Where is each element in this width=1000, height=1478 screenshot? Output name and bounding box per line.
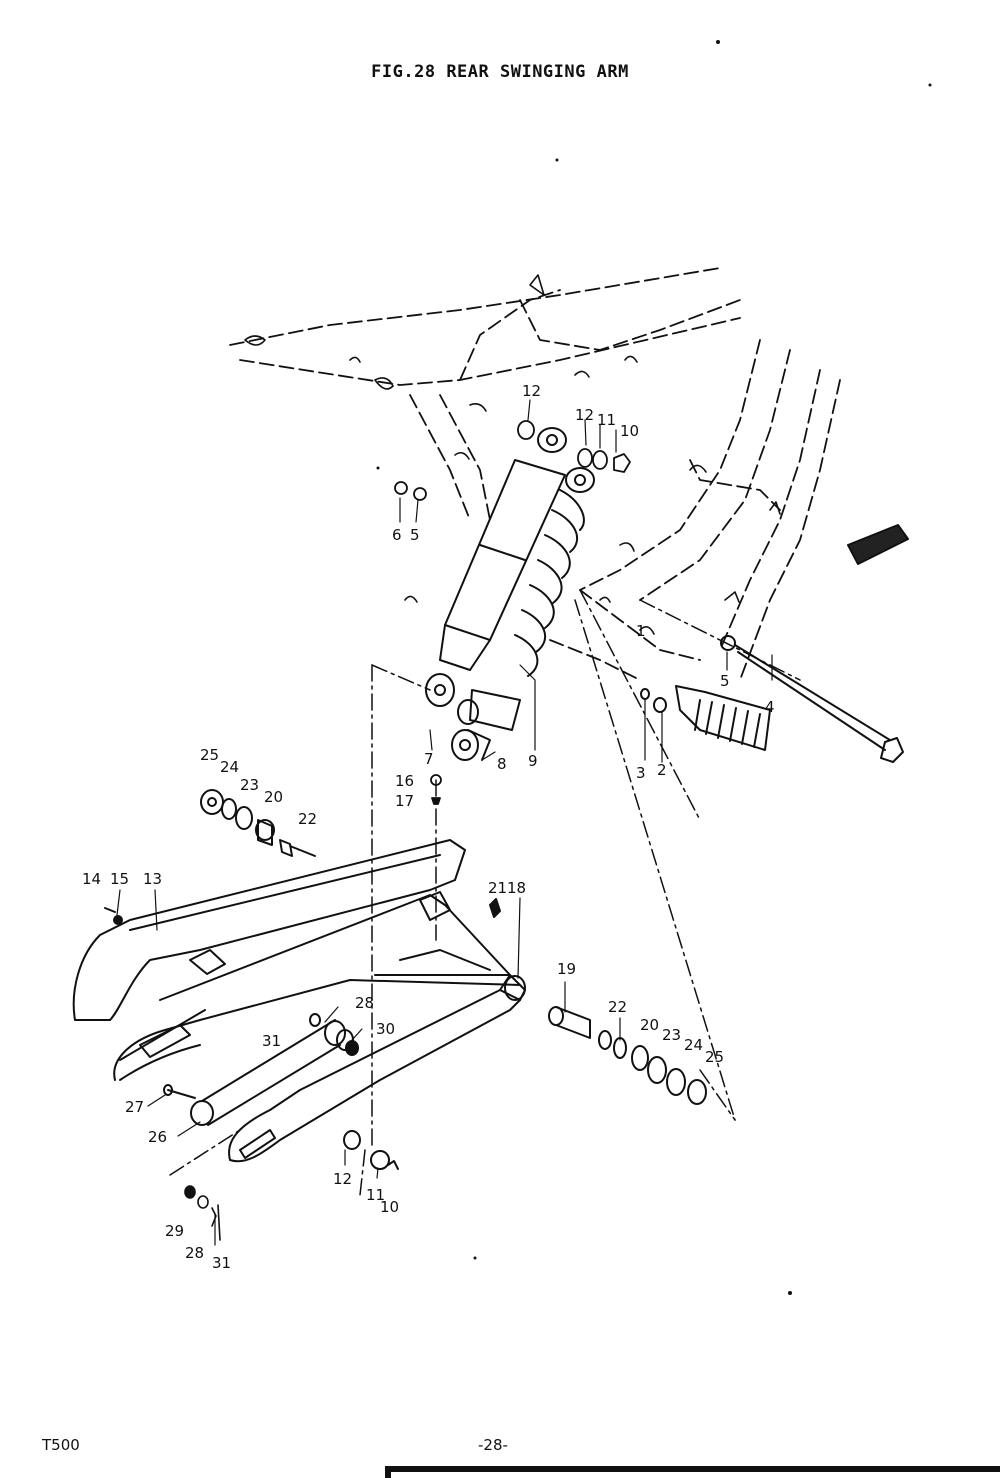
- frame-outline: [229, 267, 841, 681]
- pivot-hardware-right: [309, 898, 707, 1170]
- callout-10-lower: 10: [380, 1198, 399, 1216]
- callout-30: 30: [376, 1020, 395, 1038]
- callout-19: 19: [557, 960, 576, 978]
- callout-6: 6: [392, 526, 402, 544]
- leader-lines: [116, 399, 773, 1246]
- callout-9: 9: [528, 752, 538, 770]
- callout-28-upper: 28: [355, 994, 374, 1012]
- bottom-rule-tick: [385, 1466, 391, 1478]
- callout-12-top: 12: [522, 382, 541, 400]
- callout-labels: 12 12 11 10 6 5 1 5 4 7 8 9 3 2 16 17 25…: [82, 382, 775, 1272]
- callout-20-left: 20: [264, 788, 283, 806]
- frame-bracket-details: [244, 274, 781, 635]
- callout-25-left: 25: [200, 746, 219, 764]
- figure-title: FIG.28 REAR SWINGING ARM: [371, 62, 629, 82]
- callout-7: 7: [424, 750, 434, 768]
- bottom-rule: [385, 1466, 1000, 1472]
- callout-31-upper: 31: [262, 1032, 281, 1050]
- callout-5-upper: 5: [410, 526, 420, 544]
- callout-5-footrest: 5: [720, 672, 730, 690]
- callout-18: 18: [507, 879, 526, 897]
- callout-16: 16: [395, 772, 414, 790]
- callout-22-right: 22: [608, 998, 627, 1016]
- callout-11-lower: 11: [366, 1186, 385, 1204]
- rear-shock-absorber: [425, 427, 595, 761]
- callout-3: 3: [636, 764, 646, 782]
- lower-bolt-hardware: [184, 1185, 221, 1241]
- pivot-hardware-left: [104, 789, 316, 1099]
- callout-24-right: 24: [684, 1036, 703, 1054]
- shock-upper-hardware: [394, 420, 631, 805]
- callout-26: 26: [148, 1128, 167, 1146]
- callout-12-shock: 12: [575, 406, 594, 424]
- callout-24-left: 24: [220, 758, 239, 776]
- callout-8: 8: [497, 755, 507, 773]
- callout-10-shock: 10: [620, 422, 639, 440]
- footrest-and-bolt: [640, 524, 909, 763]
- callout-23-left: 23: [240, 776, 259, 794]
- page-number: -28-: [478, 1436, 508, 1454]
- callout-28-lower: 28: [185, 1244, 204, 1262]
- swinging-arm: [72, 839, 526, 1163]
- callout-11-shock: 11: [597, 411, 616, 429]
- callout-15: 15: [110, 870, 129, 888]
- scan-specks: [376, 40, 932, 1295]
- callout-13: 13: [143, 870, 162, 888]
- assembly-lines: [169, 589, 801, 1196]
- model-code: T500: [42, 1436, 80, 1454]
- callout-22-left: 22: [298, 810, 317, 828]
- callout-29: 29: [165, 1222, 184, 1240]
- callout-12-lower: 12: [333, 1170, 352, 1188]
- callout-20-right: 20: [640, 1016, 659, 1034]
- callout-14: 14: [82, 870, 101, 888]
- callout-1: 1: [636, 622, 646, 640]
- callout-23-right: 23: [662, 1026, 681, 1044]
- callout-4: 4: [765, 698, 775, 716]
- callout-2: 2: [657, 761, 667, 779]
- callout-17: 17: [395, 792, 414, 810]
- callout-31-lower: 31: [212, 1254, 231, 1272]
- callout-21: 21: [488, 879, 507, 897]
- callout-25-right: 25: [705, 1048, 724, 1066]
- callout-27: 27: [125, 1098, 144, 1116]
